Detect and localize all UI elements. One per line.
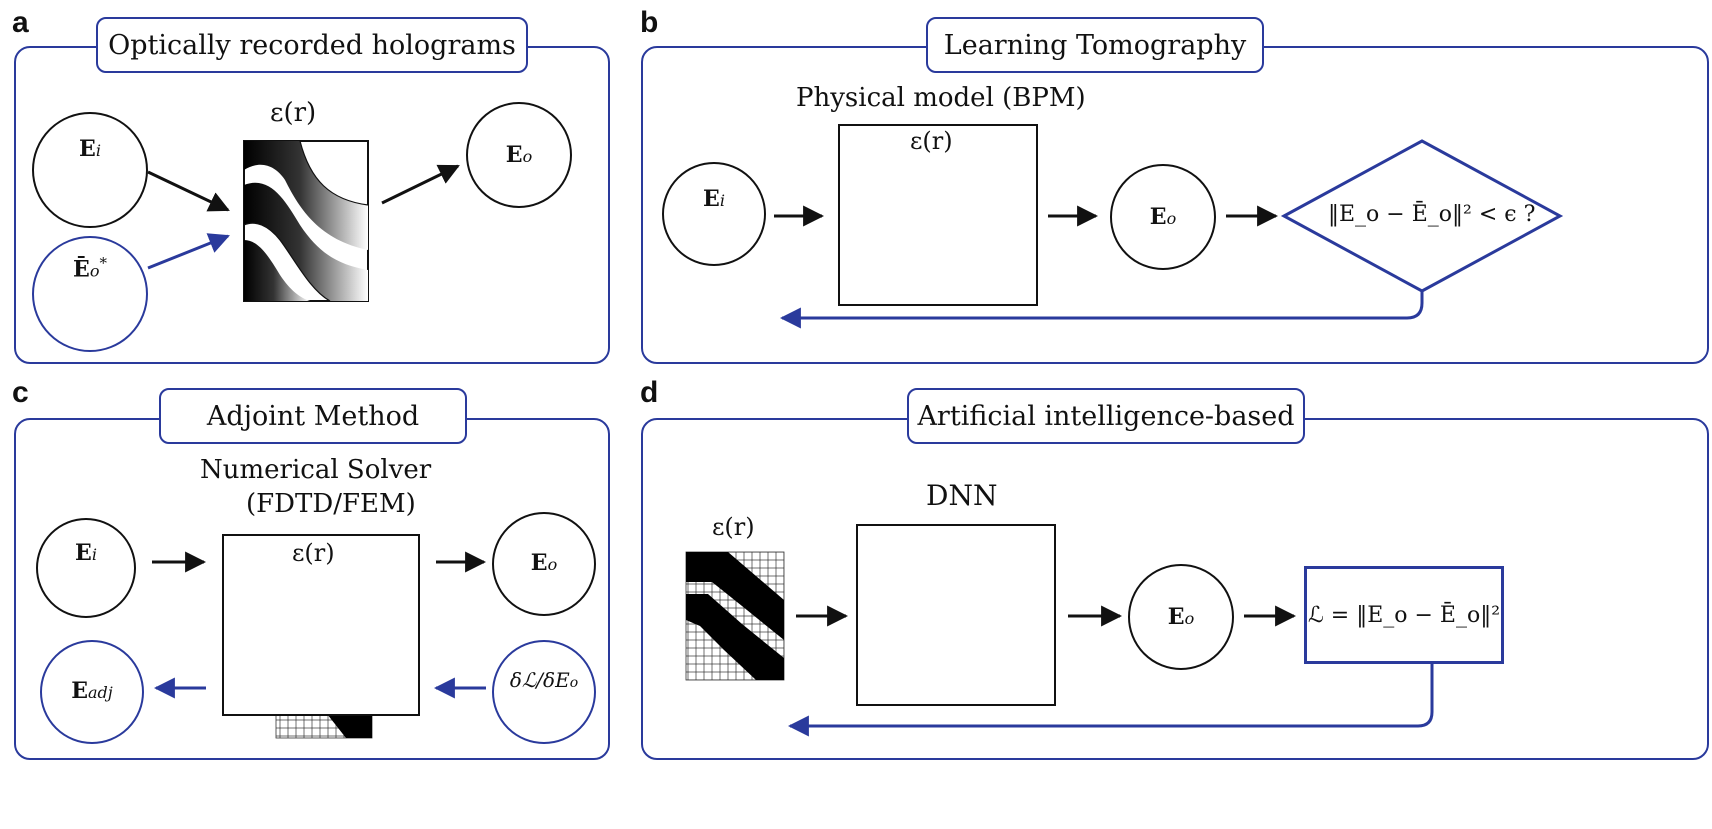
panel-d-network-label: DNN [926, 479, 998, 512]
panel-letter-d: d [640, 376, 659, 409]
panel-d-feedback-arrow [787, 664, 1434, 737]
panel-a-permittivity-label: ε(r) [270, 98, 317, 128]
panel-b-feedback-arrow [779, 291, 1424, 329]
panel-c-permittivity-label: ε(r) [292, 539, 335, 567]
panel-a-arrow-conj [147, 233, 230, 270]
panel-a-title: Optically recorded holograms [96, 17, 528, 73]
panel-c-input-field-circle: Ei [36, 518, 136, 618]
panel-d-loss-formula: ℒ = ‖E_o − Ē_o‖² [1307, 602, 1501, 628]
panel-d-output-field-circle: Eo [1128, 564, 1234, 670]
panel-a-arrow-out [381, 164, 460, 205]
panel-c-output-field-circle: Eo [492, 512, 596, 616]
panel-b-decision-diamond [1280, 139, 1564, 293]
panel-d-loss-box: ℒ = ‖E_o − Ē_o‖² [1304, 566, 1504, 664]
panel-c-solver-label-line1: Numerical Solver [200, 455, 432, 485]
panel-b-output-field-circle: Eo [1110, 164, 1216, 270]
panel-c-gradient-circle: δℒ/δEo [492, 640, 596, 744]
panel-b-convergence-condition: ‖E_o − Ē_o‖² < ϵ ? [1328, 202, 1536, 227]
panel-c-title: Adjoint Method [159, 388, 467, 444]
panel-c-solver-label-line2: (FDTD/FEM) [246, 489, 416, 519]
panel-b-model-label: Physical model (BPM) [796, 83, 1086, 113]
panel-a-conj-field-circle: Ēo* [32, 236, 148, 352]
panel-d-permittivity-label: ε(r) [712, 513, 755, 541]
panel-c-solver-box [222, 534, 420, 716]
panel-a-input-field-circle: Ei [32, 112, 148, 228]
panel-d-pixel-grid [685, 551, 785, 681]
panel-b-model-box [838, 124, 1038, 306]
panel-a-arrow-in [147, 170, 230, 212]
panel-b-title: Learning Tomography [926, 17, 1264, 73]
panel-letter-a: a [12, 6, 29, 39]
panel-b-permittivity-label: ε(r) [910, 127, 953, 155]
panel-d-title: Artificial intelligence-based [907, 388, 1305, 444]
panel-a-output-field-circle: Eo [466, 102, 572, 208]
panel-c-adjoint-field-circle: Eadj [40, 640, 144, 744]
panel-a-hologram [243, 140, 369, 302]
panel-letter-c: c [12, 376, 29, 409]
panel-letter-b: b [640, 6, 659, 39]
panel-d-network-box [856, 524, 1056, 706]
panel-b-input-field-circle: Ei [662, 162, 766, 266]
